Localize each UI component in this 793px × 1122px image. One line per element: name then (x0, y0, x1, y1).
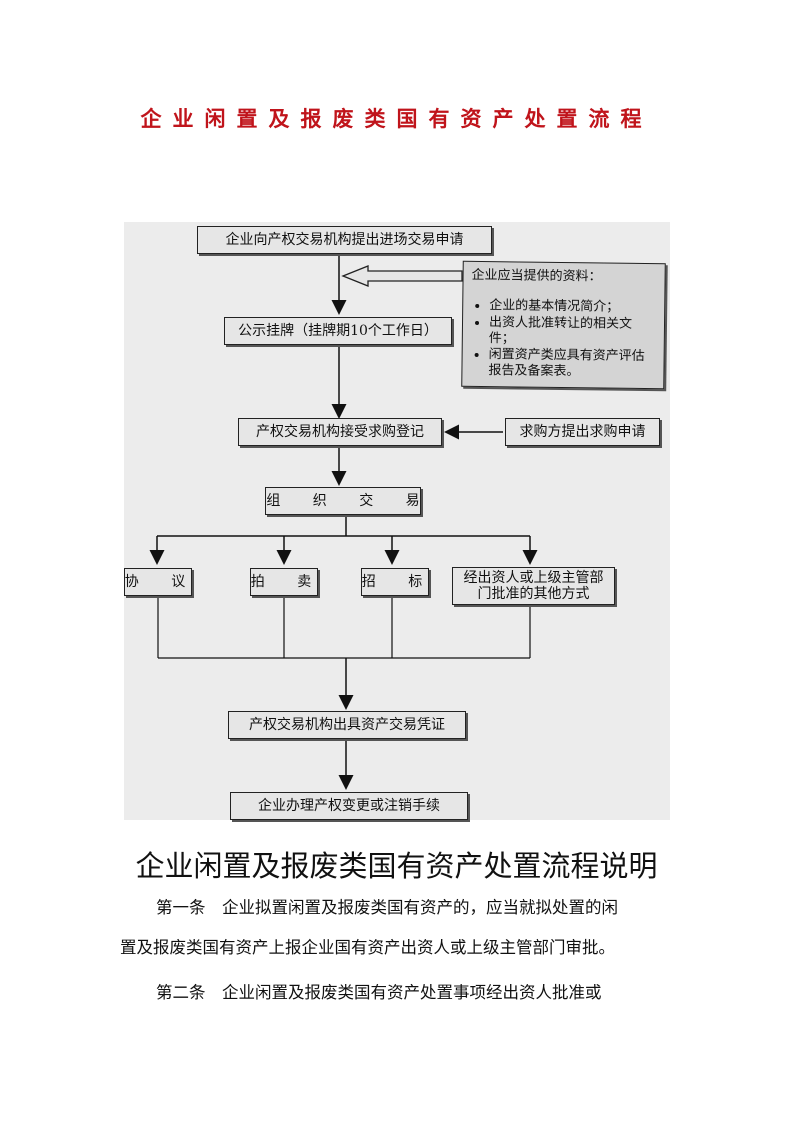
method-auction: 拍 卖 (250, 568, 318, 596)
paragraph-line: 第一条 企业拟置闲置及报废类国有资产的，应当就拟处置的闲 (156, 898, 618, 917)
paragraph-line: 第二条 企业闲置及报废类国有资产处置事项经出资人批准或 (156, 983, 602, 1002)
note-title: 企业应当提供的资料： (471, 267, 602, 285)
method-tender: 招 标 (361, 568, 429, 596)
flow-step-buyer-request: 求购方提出求购申请 (505, 418, 660, 446)
note-item: 企业的基本情况简介； (489, 298, 656, 316)
note-item: 出资人批准转让的相关文件； (489, 315, 656, 350)
flow-step-certificate: 产权交易机构出具资产交易凭证 (228, 711, 466, 739)
flow-step-register: 产权交易机构接受求购登记 (238, 418, 442, 446)
flow-step-change-registration: 企业办理产权变更或注销手续 (230, 792, 468, 820)
note-item: 闲置资产类应具有资产评估报告及备案表。 (488, 347, 655, 382)
note-list: 企业的基本情况简介； 出资人批准转让的相关文件； 闲置资产类应具有资产评估报告及… (470, 298, 656, 382)
document-title: 企业闲置及报废类国有资产处置流程 (140, 106, 653, 131)
method-other: 经出资人或上级主管部门批准的其他方式 (452, 567, 615, 605)
section-heading: 企业闲置及报废类国有资产处置流程说明 (135, 849, 658, 883)
method-agreement: 协 议 (124, 568, 192, 596)
flow-step-apply: 企业向产权交易机构提出进场交易申请 (197, 226, 492, 254)
paragraph-line: 置及报废类国有资产上报企业国有资产出资人或上级主管部门审批。 (120, 938, 615, 957)
flow-step-listing: 公示挂牌（挂牌期10个工作日） (224, 317, 452, 345)
required-documents-note: 企业应当提供的资料： 企业的基本情况简介； 出资人批准转让的相关文件； 闲置资产… (461, 260, 666, 390)
flow-step-organize: 组 织 交 易 (265, 487, 421, 515)
